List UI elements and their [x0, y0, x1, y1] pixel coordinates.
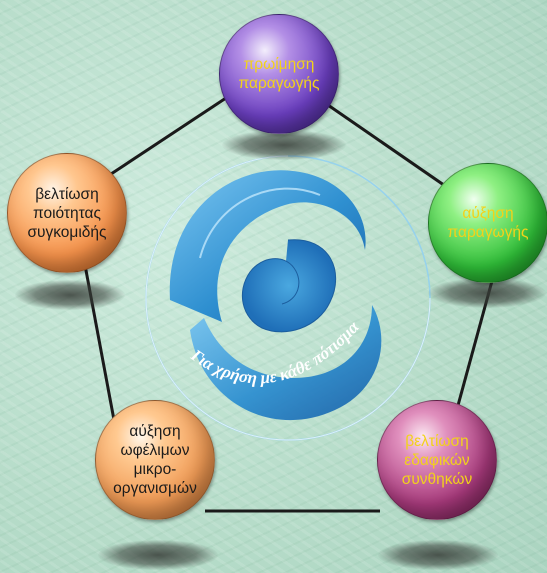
node-production-increase: αύξηση παραγωγής — [428, 163, 547, 283]
node-shadow — [428, 278, 546, 308]
node-label-line: ωφέλιμων — [120, 442, 190, 459]
node-shadow — [15, 280, 125, 310]
node-label-line: συγκομιδής — [27, 223, 107, 241]
node-shadow — [378, 540, 498, 570]
node-label-line: ποιότητας — [32, 204, 101, 222]
edge-top-right — [311, 92, 455, 194]
node-label-line: εδαφικών — [404, 451, 470, 469]
edge-left-top — [107, 96, 227, 178]
node-label-line: βελτίωση — [35, 185, 99, 203]
node-label-line: συνθηκών — [401, 470, 473, 488]
node-shadow — [222, 130, 346, 160]
node-label-line: αύξηση — [462, 205, 514, 222]
node-label-line: βελτίωση — [405, 432, 469, 450]
node-label-line: μικρο- — [133, 461, 177, 478]
node-beneficial-microorganisms: αύξηση ωφέλιμων μικρο- οργανισμών — [95, 400, 215, 520]
node-label-line: οργανισμών — [113, 480, 197, 497]
node-harvest-quality: βελτίωση ποιότητας συγκομιδής — [7, 153, 127, 273]
node-label-line: παραγωγής — [238, 75, 320, 92]
node-shadow — [98, 540, 218, 570]
node-label-line: αύξηση — [129, 423, 181, 440]
node-early-production: πρωίμηση παραγωγής — [219, 14, 339, 134]
center-swirl-logo — [145, 155, 431, 441]
node-label-line: πρωίμηση — [243, 56, 315, 73]
node-label-line: παραγωγής — [447, 224, 529, 241]
node-soil-improvement: βελτίωση εδαφικών συνθηκών — [377, 400, 497, 520]
